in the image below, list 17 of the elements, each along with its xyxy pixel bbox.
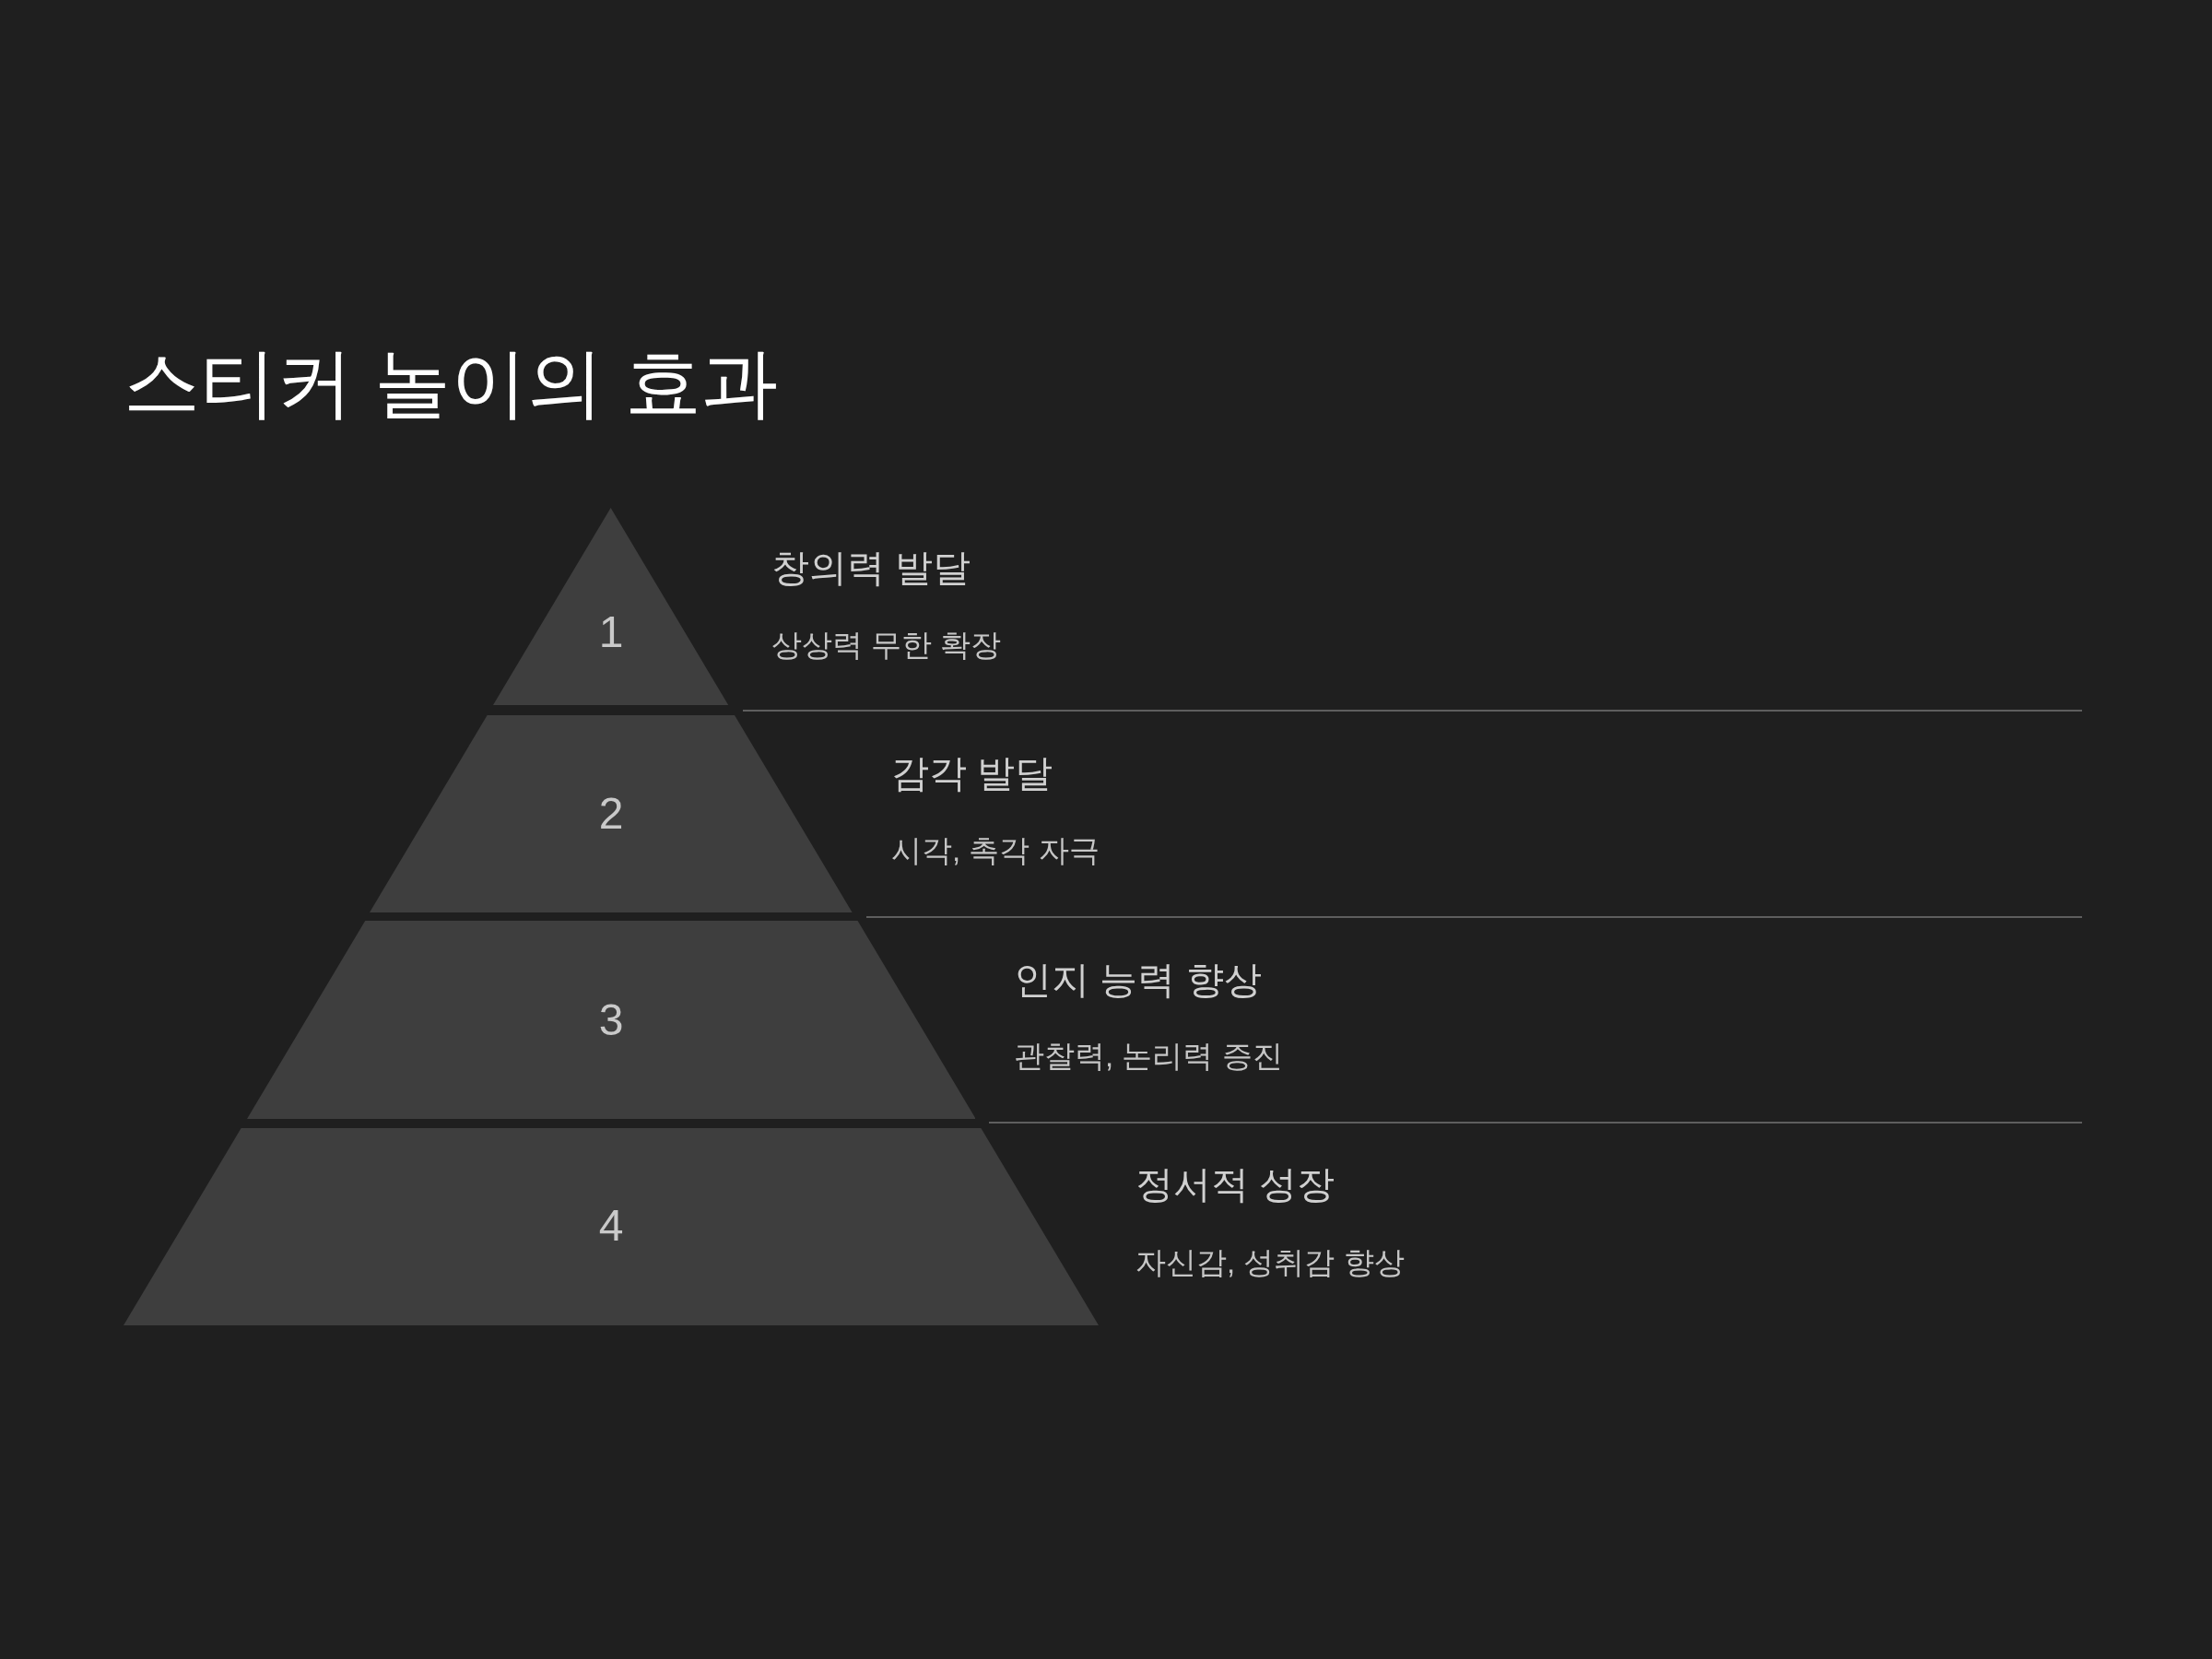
level-heading: 창의력 발달 [771,546,971,592]
pyramid-band [246,921,976,1119]
level-description: 상상력 무한 확장 [771,627,1002,664]
pyramid-band [370,715,853,912]
level-heading: 감각 발달 [891,751,1053,797]
level-number: 3 [598,998,624,1042]
level-number: 2 [598,792,624,836]
pyramid-band [493,508,729,705]
pyramid-band [124,1128,1099,1325]
level-heading: 정서적 성장 [1135,1162,1335,1208]
level-description: 시각, 촉각 자극 [891,832,1100,869]
level-description: 관찰력, 논리력 증진 [1014,1038,1283,1075]
level-heading: 인지 능력 향상 [1014,958,1262,1004]
level-number: 4 [598,1204,624,1248]
level-description: 자신감, 성취감 향상 [1135,1244,1405,1281]
title: 스티커 놀이의 효과 [124,339,779,429]
level-number: 1 [598,610,624,654]
